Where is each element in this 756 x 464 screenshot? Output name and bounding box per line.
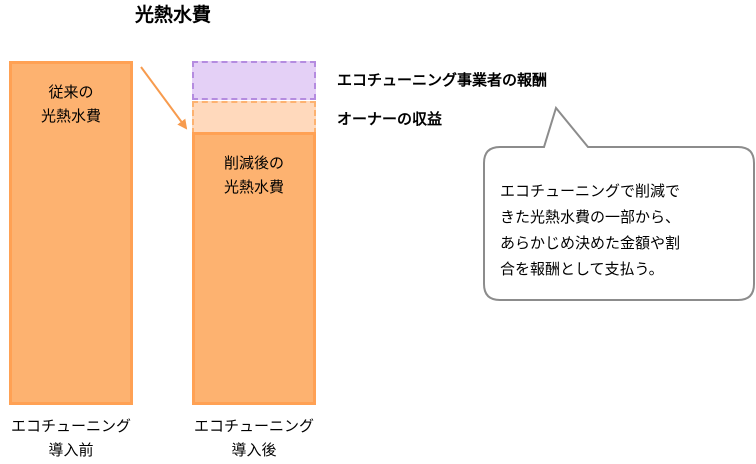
axis-label-before: エコチューニング 導入前 [0,414,142,462]
axis-label-after: エコチューニング 導入後 [183,414,325,462]
callout-line1: エコチューニングで削減で [500,182,681,200]
bar-before: 従来の 光熱水費 [9,61,133,405]
axis-label-before-line1: エコチューニング [10,417,131,435]
callout-bubble [483,105,755,301]
axis-label-after-line2: 導入後 [231,441,277,459]
callout-line2: きた光熱水費の一部から、 [500,208,681,226]
bar-after: 削減後の 光熱水費 [192,132,316,405]
label-reward: エコチューニング事業者の報酬 [337,71,548,89]
axis-label-before-line2: 導入前 [48,441,94,459]
segment-reward [192,61,316,100]
label-owner-revenue: オーナーの収益 [337,110,443,128]
callout-line4: 合を報酬として支払う。 [500,260,664,278]
diagram-title: 光熱水費 [134,4,211,26]
bar-before-label-line2: 光熱水費 [40,107,101,125]
reduction-arrow [140,66,188,130]
bar-before-label-line1: 従来の [48,83,94,101]
callout-text: エコチューニングで削減で きた光熱水費の一部から、 あらかじめ決めた金額や割 合… [500,178,750,282]
callout-line3: あらかじめ決めた金額や割 [500,234,681,252]
bar-after-label-line2: 光熱水費 [223,178,284,196]
axis-label-after-line1: エコチューニング [193,417,314,435]
bar-after-label-line1: 削減後の [223,154,284,172]
